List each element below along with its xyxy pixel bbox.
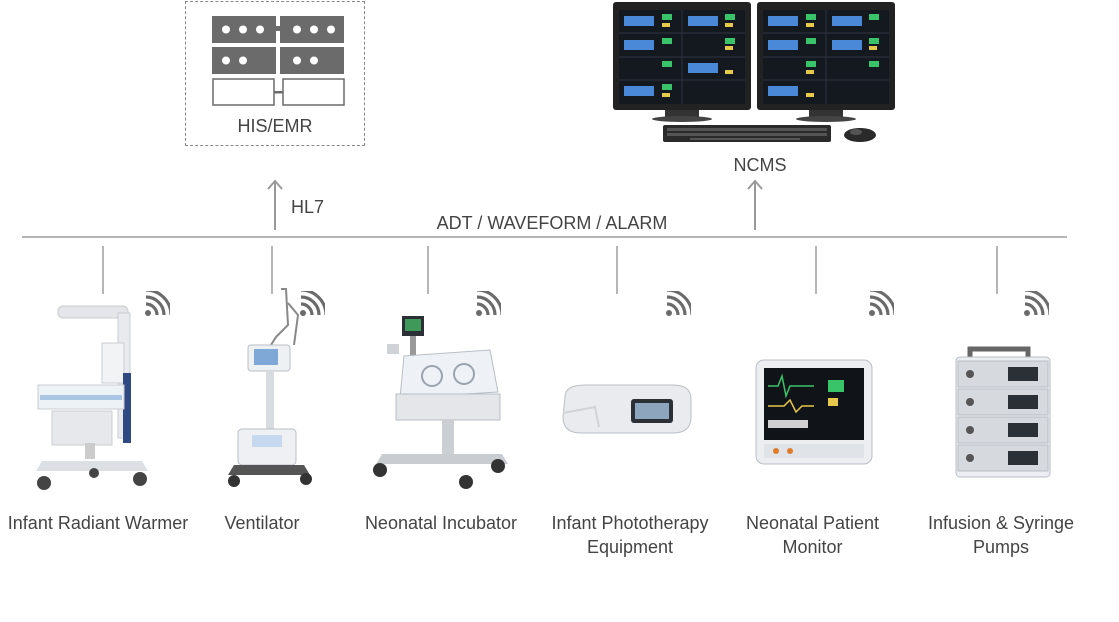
drop-line-ventilator	[271, 246, 273, 294]
wifi-icon	[869, 291, 894, 316]
ncms-label: NCMS	[733, 155, 787, 175]
device-label-monitor-line1: Neonatal Patient	[745, 513, 880, 533]
hl7-arrow-icon	[267, 179, 283, 230]
workstation-icon	[613, 2, 895, 142]
device-label-phototherapy-line2: Equipment	[586, 537, 674, 557]
server-grid-icon	[212, 16, 345, 106]
ncms-node	[610, 0, 900, 150]
device-label-phototherapy-line1: Infant Phototherapy	[551, 513, 709, 533]
drop-line-phototherapy	[616, 246, 618, 294]
incubator-icon	[373, 316, 508, 489]
device-label-phototherapy: Infant Phototherapy Equipment	[540, 511, 720, 559]
device-label-incubator: Neonatal Incubator	[364, 513, 518, 533]
infusion-pump-icon	[955, 346, 1051, 478]
device-label-warmer: Infant Radiant Warmer	[7, 513, 189, 533]
wifi-icon	[666, 291, 691, 316]
ventilator-icon	[228, 288, 312, 487]
drop-line-warmer	[102, 246, 104, 294]
patient-monitor-icon	[755, 359, 873, 465]
wifi-icon	[476, 291, 501, 316]
drop-line-incubator	[427, 246, 429, 294]
drop-line-monitor	[815, 246, 817, 294]
network-bus-line	[22, 236, 1067, 238]
device-label-monitor-line2: Monitor	[782, 537, 843, 557]
device-label-pumps: Infusion & Syringe Pumps	[920, 511, 1082, 559]
his-emr-node: HIS/EMR	[185, 1, 365, 146]
wifi-icon	[145, 291, 170, 316]
hl7-label: HL7	[291, 197, 325, 217]
wifi-icon	[1024, 291, 1049, 316]
device-label-pumps-line2: Pumps	[972, 537, 1030, 557]
drop-line-pumps	[996, 246, 998, 294]
ncms-arrow-icon	[747, 179, 763, 230]
his-emr-label: HIS/EMR	[237, 116, 313, 136]
wifi-icon	[300, 291, 325, 316]
phototherapy-icon	[562, 384, 692, 434]
device-label-ventilator: Ventilator	[224, 513, 300, 533]
device-label-pumps-line1: Infusion & Syringe	[927, 513, 1075, 533]
bus-label: ADT / WAVEFORM / ALARM	[436, 213, 668, 233]
radiant-warmer-icon	[36, 305, 148, 490]
device-label-monitor: Neonatal Patient Monitor	[735, 511, 890, 559]
